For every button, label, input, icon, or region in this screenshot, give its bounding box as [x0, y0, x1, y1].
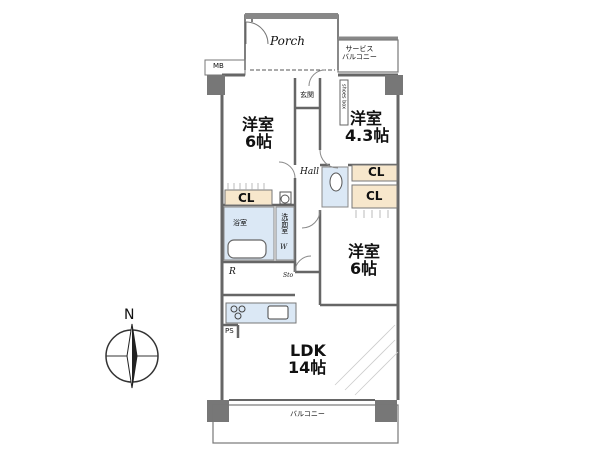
- bathtub: [227, 239, 267, 259]
- closet-3: [351, 184, 398, 209]
- hatching: [227, 183, 389, 218]
- closet-1: [224, 189, 273, 206]
- door-arcs: [278, 69, 339, 273]
- r-label: R: [229, 267, 236, 277]
- mb-box: [204, 59, 246, 76]
- porch-gate-arc: [245, 21, 269, 45]
- sto-label: Sto: [283, 272, 294, 279]
- ps-label: PS: [225, 327, 234, 335]
- service-balcony-label: サービス バルコニー: [342, 45, 377, 61]
- closet-2: [351, 164, 398, 182]
- mb-label: MB: [213, 62, 224, 70]
- ldk-name: LDK: [290, 341, 326, 360]
- shoes-box-label: shoes box: [340, 84, 347, 110]
- western-room-3-name: 洋室: [348, 242, 381, 261]
- western-room-2-size: 4.3帖: [345, 126, 390, 145]
- bath-label: 浴室: [233, 219, 247, 227]
- western-room-1-name: 洋室: [242, 115, 275, 134]
- closet-3-label: CL: [366, 189, 383, 203]
- porch-label: Porch: [270, 34, 305, 48]
- closet-1-label: CL: [238, 191, 255, 205]
- north-arrow: [105, 323, 159, 389]
- stove-burners: [230, 305, 246, 320]
- western-room-3-size: 6帖: [350, 259, 378, 278]
- kitchen-sink: [267, 305, 289, 320]
- western-room-2-name: 洋室: [350, 109, 383, 128]
- washroom-label: 洗面室: [280, 213, 289, 234]
- entrance-label: 玄関: [300, 91, 314, 99]
- w-label: W: [280, 243, 288, 251]
- balcony-label: バルコニー: [290, 410, 325, 418]
- western-room-1-size: 6帖: [245, 132, 273, 151]
- hall-label: Hall: [300, 167, 319, 177]
- porch-top-wall: [245, 13, 338, 19]
- service-balcony-area: [337, 39, 399, 73]
- compass-label: N: [124, 307, 135, 323]
- closet-2-label: CL: [368, 165, 385, 179]
- washroom-area: [275, 206, 295, 261]
- balcony-area: [212, 404, 399, 444]
- window-diagonals: [334, 324, 399, 396]
- ldk-size: 14帖: [288, 358, 327, 377]
